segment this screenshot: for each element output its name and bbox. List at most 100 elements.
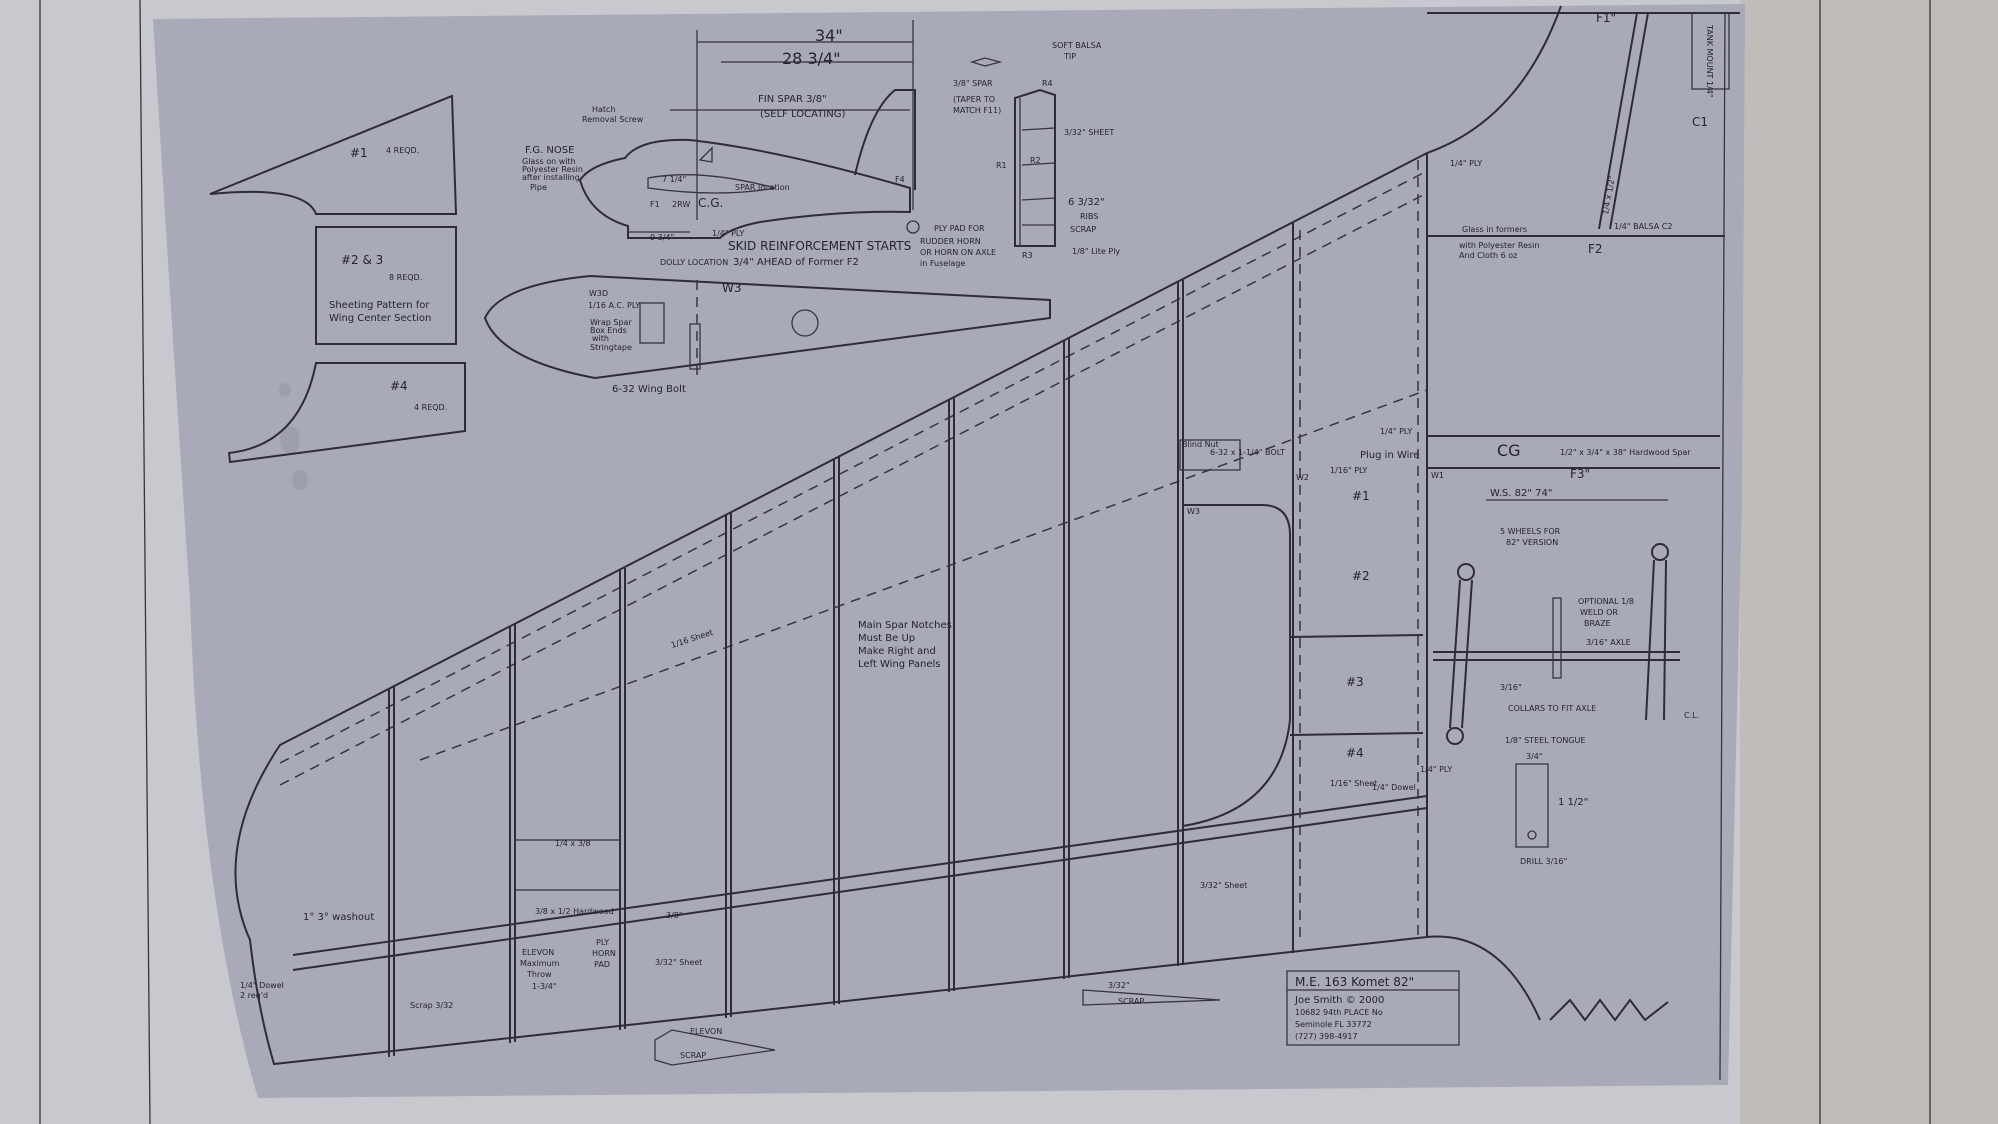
nose-note: after installing (522, 173, 580, 182)
f1-former-label: F1" (1596, 11, 1616, 25)
f4-label: F4 (895, 175, 905, 184)
ply-pad-label: in Fuselage (920, 259, 965, 268)
template-23-req: 8 REQD. (389, 273, 422, 282)
optional-label-3: BRAZE (1584, 619, 1611, 628)
hardwood-spar-label: 1/2" x 3/4" x 38" Hardwood Spar (1560, 448, 1691, 457)
template-2-3 (315, 226, 457, 345)
wrap-note: Wrap Spar (590, 318, 632, 327)
skid-label-2: 3/4" AHEAD of Former F2 (733, 257, 859, 268)
designer: Joe Smith © 2000 (1294, 995, 1384, 1006)
horn-pad-note: PAD (594, 960, 610, 969)
sheeting-templates (209, 94, 466, 464)
fin-spar-note: (SELF LOCATING) (760, 109, 845, 120)
spar-note: Must Be Up (858, 633, 915, 644)
center-labels: CG 1/2" x 3/4" x 38" Hardwood Spar Plug … (1182, 427, 1691, 516)
wing-section-view (483, 274, 1051, 380)
hatch-label: Hatch (592, 105, 616, 114)
template-labels: #1 4 REQD. #2 & 3 8 REQD. Sheeting Patte… (329, 146, 447, 412)
dim-spar: 7 1/4" (662, 175, 686, 184)
sheet-4-label: #4 (1346, 746, 1364, 760)
center-spar (1427, 12, 1740, 1081)
nose-label: F.G. NOSE (525, 145, 574, 156)
balsa-label: 1/4" BALSA C2 (1614, 222, 1672, 231)
dowel-b-label: 1/4" Dowel (1372, 783, 1416, 792)
city: Seminole FL 33772 (1295, 1020, 1372, 1029)
wing-labels: 1/16 Sheet Main Spar Notches Must Be Up … (240, 569, 1452, 1060)
address: 10682 94th PLACE No (1295, 1008, 1383, 1017)
wall-panel-grooves (39, 0, 1931, 1124)
template-note-2: Wing Center Section (329, 313, 431, 324)
tail-32-label: 3/32" (1108, 981, 1130, 990)
elevon-note: Maximum (520, 959, 560, 968)
axle-label: 3/16" AXLE (1586, 638, 1631, 647)
wing-bolt-label: 6-32 Wing Bolt (612, 384, 686, 395)
dim-fin: 28 3/4" (782, 49, 841, 68)
sheet-1-label: #1 (1352, 489, 1370, 503)
w1-label: W1 (1431, 471, 1444, 480)
r4-label: R4 (1042, 79, 1053, 88)
w3d-label: W3D (589, 289, 608, 298)
optional-label: OPTIONAL 1/8 (1578, 597, 1634, 606)
gear-labels: 5 WHEELS FOR 82" VERSION OPTIONAL 1/8 WE… (1500, 527, 1699, 866)
plan-title: M.E. 163 Komet 82" (1295, 975, 1414, 989)
ply-pad-label: OR HORN ON AXLE (920, 248, 996, 257)
wrap-note: Box Ends (590, 326, 627, 335)
w3-rib-label: W3 (1187, 507, 1200, 516)
ply-pad-label: PLY PAD FOR (934, 224, 985, 233)
spar-label-2: (TAPER TO (953, 95, 995, 104)
wheels-label: 5 WHEELS FOR (1500, 527, 1561, 536)
dolly-label: DOLLY LOCATION (660, 258, 728, 267)
wall-right (1740, 0, 1998, 1124)
elevon-note: ELEVON (522, 948, 554, 957)
rw-label: 2RW (672, 200, 690, 209)
hardwood-strip-label: 3/8 x 1/2 Hardwood (535, 907, 614, 916)
dowel-label: 1/4" Dowel (240, 981, 284, 990)
strip-label: 1/4 x 3/8 (555, 839, 591, 848)
template-1-req: 4 REQD. (386, 146, 419, 155)
ply-16-label: 1/16" PLY (1330, 466, 1367, 475)
horn-pad-note: PLY (596, 938, 609, 947)
fin-spar-label: FIN SPAR 3/8" (758, 94, 827, 105)
ribs-label-3: SCRAP (1070, 225, 1096, 234)
sheet-label: 3/32" SHEET (1064, 128, 1114, 137)
f1-label: F1 (650, 200, 660, 209)
r2-label: R2 (1030, 156, 1041, 165)
tank-mount-label: TANK MOUNT 1/4" (1705, 24, 1714, 98)
r1-label: R1 (996, 161, 1007, 170)
cg-label: C.G. (698, 196, 723, 210)
elevon-section-label: ELEVON (690, 1027, 722, 1036)
rudder-labels: SOFT BALSA TIP 3/8" SPAR (TAPER TO MATCH… (953, 41, 1120, 260)
elevon-note: 1-3/4" (532, 982, 557, 991)
lite-ply-label: 1/8" Lite Ply (1072, 247, 1120, 256)
centerline-label: C.L. (1684, 711, 1699, 720)
bolt-label: 6-32 x 1-1/4" BOLT (1210, 448, 1285, 457)
washout-label: 1° 3° washout (303, 912, 374, 923)
cg-spar-label: CG (1497, 441, 1521, 460)
dowel-label-2: 2 req'd (240, 991, 268, 1000)
glass-note: Glass in formers (1462, 225, 1527, 234)
template-4-req: 4 REQD. (414, 403, 447, 412)
f3-label: F3" (1570, 467, 1590, 481)
c1-label: C1 (1692, 115, 1708, 129)
nose-note: Pipe (530, 183, 547, 192)
fuselage-side-view (578, 20, 920, 239)
sheet-3-label: #3 (1346, 675, 1364, 689)
stain (279, 383, 308, 490)
landing-gear (1433, 543, 1680, 848)
collars-label: COLLARS TO FIT AXLE (1508, 704, 1596, 713)
spar-label-3: MATCH F11) (953, 106, 1001, 115)
w3-label: W3 (722, 281, 742, 295)
spar-location: SPAR location (735, 183, 790, 192)
spar-38-label: 3/8" (666, 911, 683, 920)
glass-note-2: with Polyester Resin (1459, 241, 1539, 250)
ribs-label: 6 3/32" (1068, 197, 1105, 208)
sheet-2-label: #2 (1352, 569, 1370, 583)
template-note: Sheeting Pattern for (329, 300, 430, 311)
tongue-label: 1/8" STEEL TONGUE (1505, 736, 1585, 745)
collar-dim-label: 3/16" (1500, 683, 1522, 692)
wingspan-label: W.S. 82" 74" (1490, 488, 1552, 499)
wing-section-labels: W3 W3D 1/16 A.C. PLY Wrap Spar Box Ends … (588, 281, 742, 395)
former-ply-label: 1/4" PLY (1450, 159, 1482, 168)
